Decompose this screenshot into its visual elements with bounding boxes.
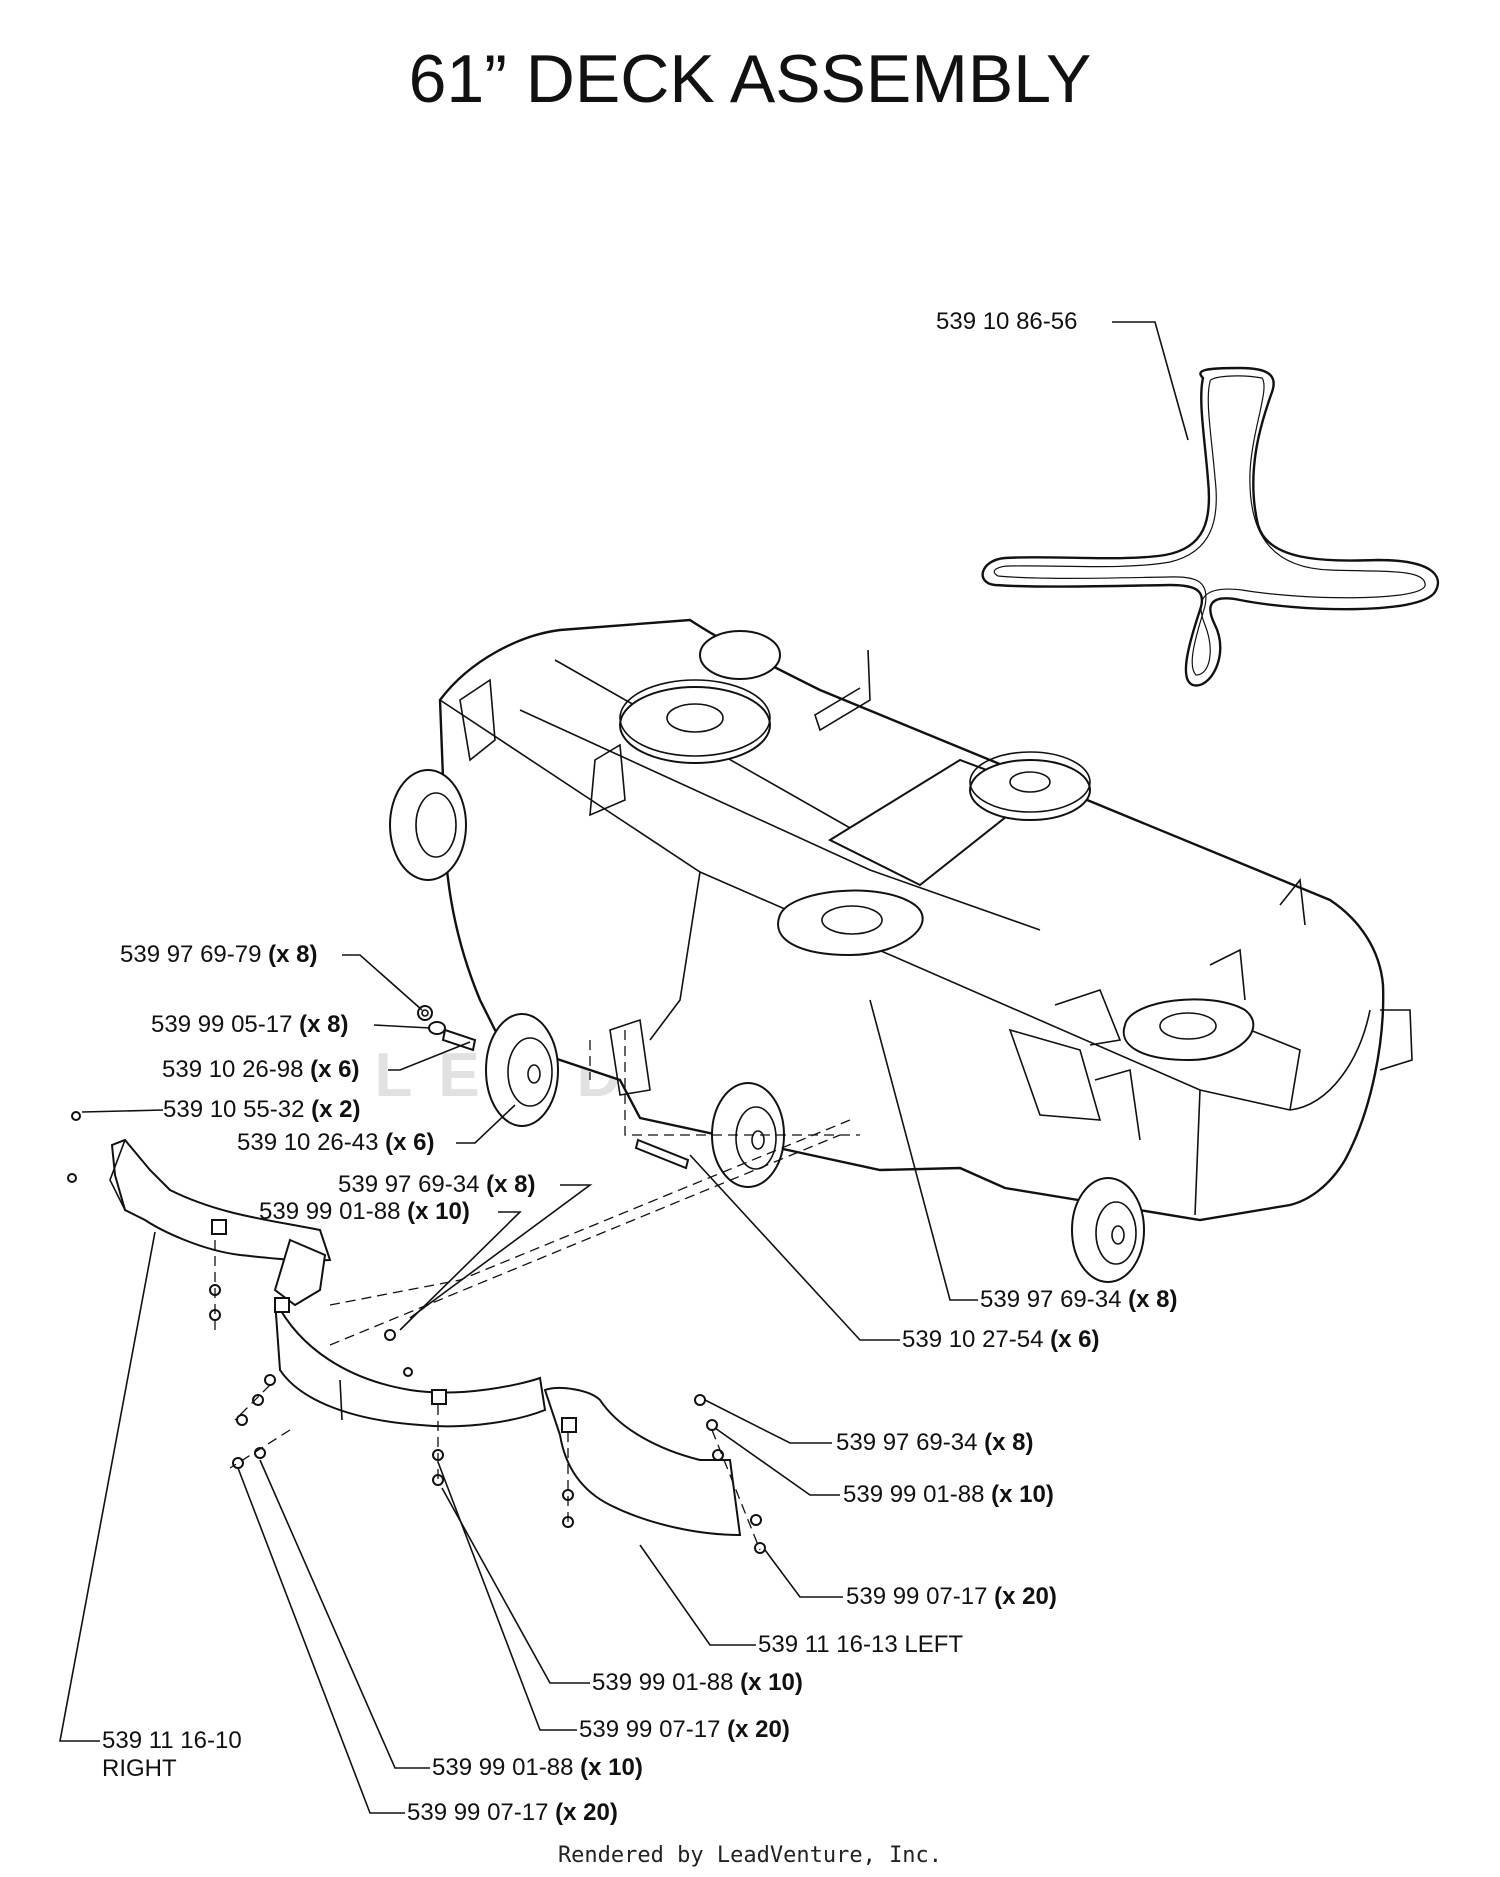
leader-washer-e [441, 1487, 590, 1684]
leader-lines [59, 321, 1189, 1814]
callout-spacer: 539 10 26-98 (x 6) [162, 1056, 360, 1084]
part-number: 539 97 69-34 [836, 1429, 978, 1456]
quantity: (x 8) [299, 1011, 349, 1038]
assembly-lines [214, 1030, 860, 1551]
part-number: 539 10 26-98 [162, 1056, 304, 1083]
leader-spacer [388, 1041, 471, 1071]
callout-washer-b: 539 99 01-88 (x 10) [259, 1198, 470, 1226]
callout-nut-c: 539 97 69-34 (x 8) [980, 1286, 1178, 1314]
footer-credit: Rendered by LeadVenture, Inc. [557, 1843, 943, 1868]
quantity: (x 10) [991, 1481, 1054, 1508]
part-number: 539 97 69-34 [338, 1171, 480, 1198]
part-number: 539 97 69-34 [980, 1286, 1122, 1313]
leader-washer-a [373, 1024, 431, 1029]
callout-screw-e: 539 99 07-17 (x 20) [579, 1716, 790, 1744]
part-number: 539 99 01-88 [592, 1669, 734, 1696]
leader-nut-b [409, 1184, 593, 1319]
part-number: 539 97 69-79 [120, 941, 262, 968]
quantity: (x 8) [268, 941, 318, 968]
leader-washer-d [714, 1427, 840, 1496]
quantity: (x 10) [580, 1754, 643, 1781]
leader-screw-e [437, 1461, 577, 1731]
part-number: 539 11 16-13 LEFT [758, 1631, 964, 1658]
quantity: (x 20) [994, 1583, 1057, 1610]
leader-bracket [81, 1109, 164, 1113]
leader-washer-b [399, 1211, 522, 1331]
left-hardware [417, 1005, 690, 1170]
quantity: (x 8) [486, 1171, 536, 1198]
baffle-assembly [67, 1111, 766, 1554]
callout-wheel: 539 10 26-43 (x 6) [237, 1129, 435, 1157]
part-number: 539 10 26-43 [237, 1129, 379, 1156]
quantity: (x 6) [385, 1129, 435, 1156]
part-number: 539 99 01-88 [259, 1198, 401, 1225]
callout-belt: 539 10 86-56 [936, 308, 1077, 336]
drive-belt [981, 366, 1440, 687]
callout-screw-d: 539 99 07-17 (x 20) [846, 1583, 1057, 1611]
leader-nut-c [869, 999, 978, 1301]
part-number: 539 99 07-17 [579, 1716, 721, 1743]
part-number: 539 99 01-88 [843, 1481, 985, 1508]
part-number: 539 10 55-32 [163, 1096, 305, 1123]
leader-screw-d [764, 1549, 843, 1598]
part-number: 539 10 27-54 [902, 1326, 1044, 1353]
callout-baffle-right: 539 11 16-10 RIGHT [102, 1727, 242, 1783]
leader-wheel [456, 1104, 516, 1144]
quantity: (x 2) [311, 1096, 361, 1123]
leader-nut-a [342, 954, 423, 1011]
callout-washer-e: 539 99 01-88 (x 10) [592, 1669, 803, 1697]
leader-nut-d [704, 1399, 832, 1444]
callout-nut-b: 539 97 69-34 (x 8) [338, 1171, 536, 1199]
callout-bracket: 539 10 55-32 (x 2) [163, 1096, 361, 1124]
leader-baffle-left [639, 1544, 756, 1646]
callout-nut-d: 539 97 69-34 (x 8) [836, 1429, 1034, 1457]
part-number: 539 99 07-17 [407, 1799, 549, 1826]
quantity: (x 10) [407, 1198, 470, 1225]
part-number: 539 99 05-17 [151, 1011, 293, 1038]
leader-belt [1112, 321, 1189, 441]
callout-washer-a: 539 99 05-17 (x 8) [151, 1011, 349, 1039]
quantity: (x 20) [727, 1716, 790, 1743]
mower-deck [438, 618, 1413, 1222]
quantity: (x 20) [555, 1799, 618, 1826]
callout-baffle-left: 539 11 16-13 LEFT [758, 1631, 963, 1659]
callout-screw-f: 539 99 07-17 (x 20) [407, 1799, 618, 1827]
callout-washer-d: 539 99 01-88 (x 10) [843, 1481, 1054, 1509]
part-number: 539 11 16-10 [102, 1727, 242, 1754]
quantity: (x 8) [984, 1429, 1034, 1456]
part-number: 539 10 86-56 [936, 308, 1078, 335]
part-number: 539 99 07-17 [846, 1583, 988, 1610]
callout-washer-f: 539 99 01-88 (x 10) [432, 1754, 643, 1782]
quantity: (x 6) [1050, 1326, 1100, 1353]
part-number: 539 99 01-88 [432, 1754, 574, 1781]
side-label: RIGHT [102, 1755, 177, 1782]
quantity: (x 6) [310, 1056, 360, 1083]
quantity: (x 8) [1128, 1286, 1178, 1313]
leader-washer-f [259, 1459, 430, 1769]
quantity: (x 10) [740, 1669, 803, 1696]
callout-bolt: 539 10 27-54 (x 6) [902, 1326, 1100, 1354]
leader-baffle-right [59, 1231, 156, 1742]
leader-bolt [689, 1154, 900, 1341]
leader-screw-f [237, 1467, 405, 1814]
page-title: 61” DECK ASSEMBLY [408, 41, 1092, 117]
callout-nut-a: 539 97 69-79 (x 8) [120, 941, 318, 969]
